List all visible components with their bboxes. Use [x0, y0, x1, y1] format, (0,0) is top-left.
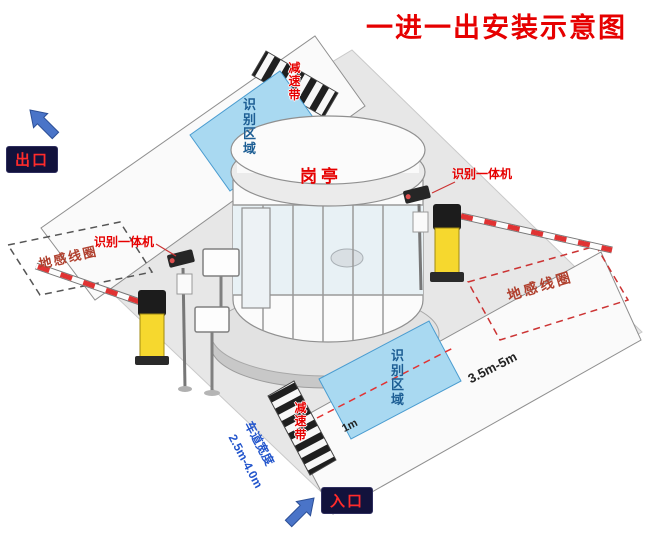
recognition-zone-bottom-label: 识别区域 [390, 348, 404, 407]
speed-bump-top [251, 50, 339, 118]
camera-base [178, 386, 192, 392]
camera-head-icon [167, 249, 195, 268]
camera-lens-icon [405, 194, 411, 200]
barrier-gate-left [34, 262, 169, 365]
ground-coil-right [466, 245, 630, 341]
page-title: 一进一出安装示意图 [366, 13, 627, 43]
speed-bump-bottom-label: 减速带 [294, 401, 307, 442]
booth-interior-chair [330, 248, 364, 268]
barrier-arm-right-stripes [460, 213, 613, 253]
barrier-post-left-body [139, 313, 165, 359]
entrance-badge: 入口 [321, 487, 374, 514]
leader-line-left [155, 243, 177, 257]
barrier-post-left-base [135, 356, 169, 365]
barrier-arm-left-stripes [35, 263, 141, 305]
speed-bump-top-label: 减速带 [288, 61, 301, 102]
camera-panel [176, 273, 193, 295]
exit-badge: 出口 [6, 146, 59, 173]
camera-panel [412, 211, 429, 233]
leader-line-right [431, 181, 456, 194]
speed-bump-bottom [267, 380, 337, 476]
zone-centerline [316, 347, 454, 419]
camera-lens-icon [169, 258, 175, 264]
display-sign-2 [194, 306, 230, 396]
barrier-post-left-cap [138, 290, 166, 316]
booth-label: 岗亭 [300, 167, 342, 186]
sign-base [204, 390, 220, 396]
entrance-arrow-icon [284, 497, 315, 528]
barrier-gate-right [430, 204, 613, 282]
recognition-unit-left-label: 识别一体机 [94, 235, 155, 249]
barrier-post-right-base [430, 272, 464, 282]
entrance-lane-road [286, 251, 642, 515]
barrier-post-right-body [434, 227, 460, 275]
camera-unit-right [403, 185, 431, 291]
camera-unit-left [167, 249, 195, 392]
recognition-unit-right-label: 识别一体机 [452, 167, 513, 181]
ground-coil-left [6, 221, 154, 296]
barrier-post-right-cap [433, 204, 461, 230]
sign-panel [202, 248, 240, 277]
exit-arrow-icon [29, 109, 60, 140]
booth-roof-top [230, 115, 426, 185]
recognition-zone-bottom [318, 320, 462, 440]
recognition-zone-top-label: 识别区域 [242, 97, 256, 156]
sign-panel [194, 306, 230, 333]
camera-head-icon [403, 185, 431, 204]
booth-door [241, 207, 271, 309]
